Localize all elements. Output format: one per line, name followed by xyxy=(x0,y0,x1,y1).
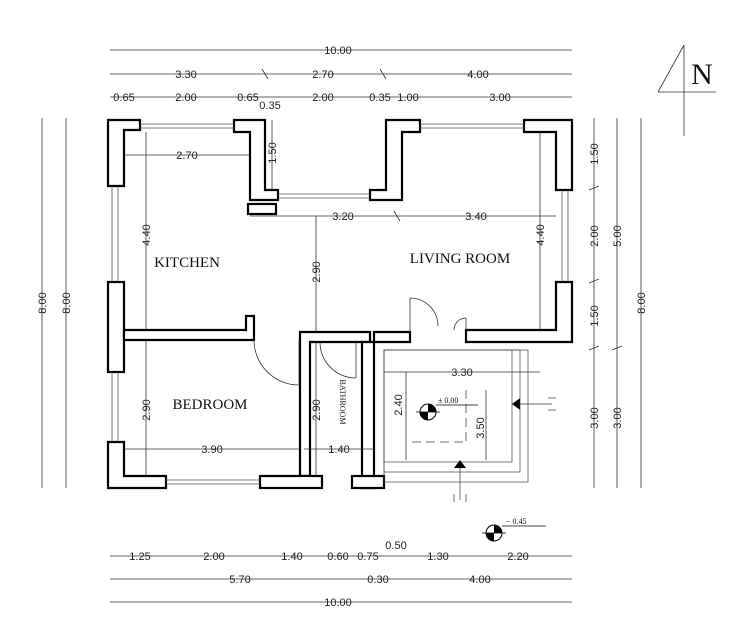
dim-right-1-d: 3.00 xyxy=(589,407,601,428)
dim-top-3-f: 1.00 xyxy=(397,92,418,104)
dim-top-3-a: 0.65 xyxy=(113,92,134,104)
dim-top-2-b: 2.70 xyxy=(312,69,333,81)
room-labels: KITCHEN LIVING ROOM BEDROOM BATHROOM xyxy=(154,251,510,424)
north-label: N xyxy=(691,58,713,91)
dim-top-3-g: 3.00 xyxy=(489,92,510,104)
dim-living-height: 4.40 xyxy=(535,224,547,245)
dim-top-2-c: 4.00 xyxy=(467,69,488,81)
dim-top-3-e: 0.35 xyxy=(369,92,390,104)
dim-right-1-a: 1.50 xyxy=(589,143,601,164)
walls xyxy=(106,118,574,490)
dim-bottom-2-b: 0.30 xyxy=(367,574,388,586)
porch-stairs xyxy=(383,349,556,502)
dim-bottom-1-c: 1.40 xyxy=(281,551,302,563)
dim-bottom-1-a: 1.25 xyxy=(129,551,150,563)
dim-porch-height: 2.40 xyxy=(393,394,405,415)
room-label-bedroom: BEDROOM xyxy=(172,397,247,413)
dim-kitchen-height: 4.40 xyxy=(141,224,153,245)
level-marker-ground: − 0.45 xyxy=(482,517,546,542)
level-ground-label: − 0.45 xyxy=(506,517,527,526)
dim-left-inner: 8.00 xyxy=(61,292,73,313)
dim-bath-width: 1.40 xyxy=(328,444,349,456)
dim-corridor-right: 3.40 xyxy=(465,211,486,223)
north-arrow: N xyxy=(657,44,716,136)
level-floor-label: ± 0.00 xyxy=(438,396,458,405)
dim-right-1-b: 2.00 xyxy=(589,225,601,246)
interior-dimensions: 2.70 4.40 1.50 3.20 3.40 2.90 4.40 2.90 … xyxy=(124,120,556,476)
dim-bottom-1-g: 2.20 xyxy=(507,551,528,563)
left-dimensions: 8.00 8.00 xyxy=(37,118,73,488)
room-label-bathroom: BATHROOM xyxy=(338,380,347,425)
dim-bottom-1-f: 1.30 xyxy=(427,551,448,563)
section-marker-east xyxy=(512,398,520,410)
dim-bottom-2-a: 5.70 xyxy=(229,574,250,586)
top-dimensions: 10.00 3.30 2.70 4.00 0.65 2.00 0.65 2.00… xyxy=(110,45,572,112)
room-label-living: LIVING ROOM xyxy=(410,251,510,267)
dim-kitchen-niche: 1.50 xyxy=(267,142,279,163)
dim-left-outer: 8.00 xyxy=(37,292,49,313)
right-dimensions: 1.50 2.00 1.50 3.00 5.00 3.00 8.00 xyxy=(588,118,648,488)
dim-bottom-total: 10.00 xyxy=(324,597,352,609)
dim-bedroom-width: 3.90 xyxy=(201,444,222,456)
dim-bottom-1-d: 0.60 xyxy=(327,551,348,563)
dim-central-height: 2.90 xyxy=(311,261,323,282)
dim-right-2-b: 3.00 xyxy=(612,407,624,428)
dim-bath-height: 2.90 xyxy=(311,399,323,420)
dim-kitchen-width: 2.70 xyxy=(176,150,197,162)
windows xyxy=(111,123,569,485)
level-marker-floor: ± 0.00 xyxy=(416,396,478,421)
dim-right-total: 8.00 xyxy=(636,292,648,313)
dim-bottom-note: 0.50 xyxy=(385,540,406,552)
dim-top-3-c: 0.65 xyxy=(237,92,258,104)
dim-top-small: 0.35 xyxy=(259,100,280,112)
bottom-dimensions: 1.25 2.00 1.40 0.60 0.75 1.30 2.20 0.50 … xyxy=(110,540,572,609)
dim-bottom-1-b: 2.00 xyxy=(203,551,224,563)
dim-porch-width: 3.30 xyxy=(451,367,472,379)
dim-right-2-a: 5.00 xyxy=(612,225,624,246)
dim-bedroom-height: 2.90 xyxy=(141,399,153,420)
dim-right-1-c: 1.50 xyxy=(589,305,601,326)
section-marker-south xyxy=(454,460,466,468)
dim-bottom-1-e: 0.75 xyxy=(357,551,378,563)
dim-top-3-d: 2.00 xyxy=(312,92,333,104)
dim-stair-length: 3.50 xyxy=(475,417,487,438)
dim-top-2-a: 3.30 xyxy=(175,69,196,81)
doors xyxy=(253,297,467,386)
dim-top-total: 10.00 xyxy=(324,45,352,57)
dim-bottom-2-c: 4.00 xyxy=(469,574,490,586)
dim-corridor-left: 3.20 xyxy=(332,211,353,223)
room-label-kitchen: KITCHEN xyxy=(154,255,220,271)
dim-top-3-b: 2.00 xyxy=(175,92,196,104)
